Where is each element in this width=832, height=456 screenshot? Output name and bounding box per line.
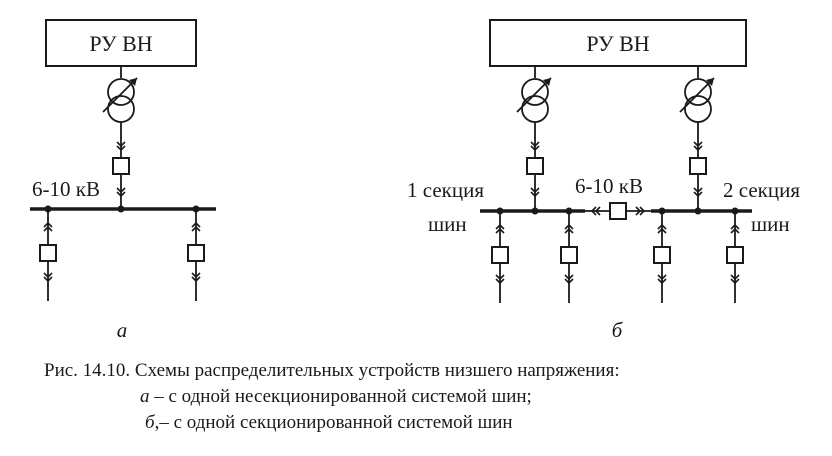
section-2-label-line1: 2 секция (723, 178, 800, 202)
breaker-b-left-incoming (526, 157, 544, 175)
caption-letter-a: а (140, 386, 150, 407)
ru-vn-box-b (489, 19, 747, 67)
feeder-b-4 (727, 208, 743, 304)
voltage-label-a: 6-10 кВ (32, 177, 100, 201)
voltage-label-b: 6-10 кВ (575, 174, 643, 198)
breaker-a-incoming (112, 157, 130, 175)
sub-label-b: б (612, 318, 624, 342)
transformer-icon-b-right (679, 77, 715, 123)
diagram-canvas: РУ ВН 6-10 кВ а РУ ВН (30, 19, 800, 342)
caption-line-1: Рис. 14.10. Схемы распределительных устр… (44, 360, 620, 381)
figure-caption: Рис. 14.10. Схемы распределительных устр… (0, 358, 832, 436)
caption-text-a: – с одной несекционированной системой ши… (149, 386, 532, 407)
feeder-b-1 (492, 208, 508, 304)
breaker-b-right-incoming (689, 157, 707, 175)
transformer-icon-a (102, 77, 138, 123)
ru-vn-label-a: РУ ВН (89, 31, 152, 56)
caption-line-3: б,– с одной секционированной системой ши… (0, 410, 832, 436)
section-1-label-line2: шин (428, 212, 467, 236)
ru-vn-box-a (45, 19, 197, 67)
caption-letter-b: б (145, 412, 155, 433)
feeder-b-3 (654, 208, 670, 304)
caption-text-b: ,– с одной секционированной системой шин (154, 412, 513, 433)
transformer-icon-b-left (516, 77, 552, 123)
feeder-b-2 (561, 208, 577, 304)
feeder-a-2 (188, 206, 204, 302)
feeder-a-1 (40, 206, 56, 302)
caption-line-2: а – с одной несекционированной системой … (0, 384, 832, 410)
section-2-label-line2: шин (751, 212, 790, 236)
section-1-label-line1: 1 секция (407, 178, 484, 202)
ru-vn-label-b: РУ ВН (586, 31, 649, 56)
sectional-breaker-b (609, 202, 627, 220)
diagram-b: РУ ВН 6-10 кВ 1 секция шин (407, 19, 800, 342)
sub-label-a: а (117, 318, 128, 342)
diagram-a: РУ ВН 6-10 кВ а (30, 19, 216, 342)
